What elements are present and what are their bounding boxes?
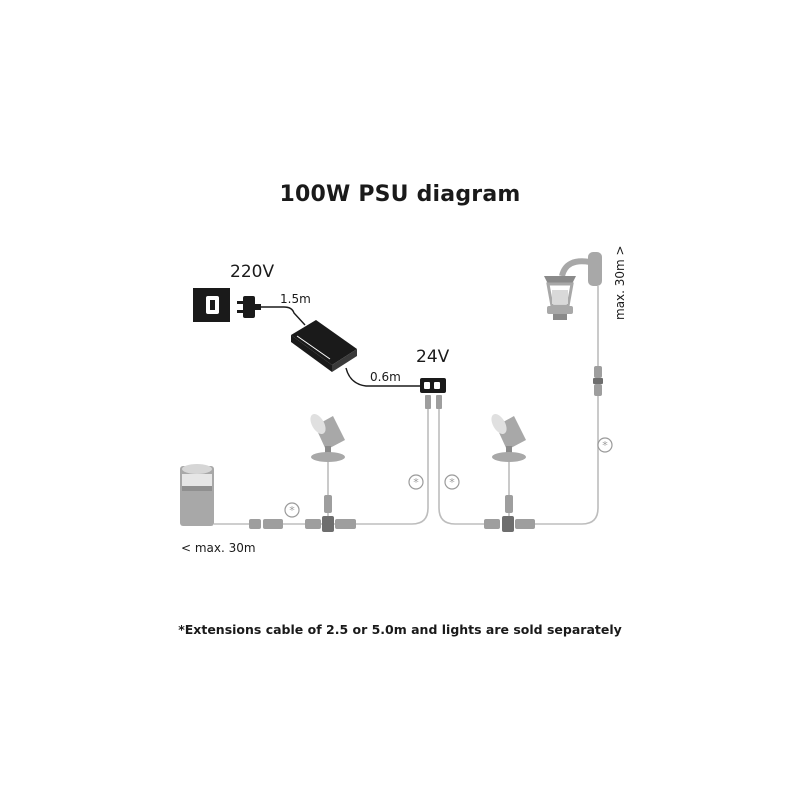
- max-length-right-label: max. 30m >: [613, 245, 627, 320]
- extension-marker-icon: *: [444, 474, 460, 490]
- svg-text:*: *: [602, 439, 608, 452]
- spot-light-icon: [310, 414, 345, 462]
- wall-socket-icon: [193, 288, 230, 322]
- input-cable-length-label: 1.5m: [280, 292, 311, 306]
- right-branch-cable: [438, 409, 484, 525]
- output-cable-length-label: 0.6m: [370, 370, 401, 384]
- footnote: *Extensions cable of 2.5 or 5.0m and lig…: [178, 622, 622, 637]
- mains-voltage-label: 220V: [230, 262, 274, 282]
- extension-marker-icon: *: [284, 502, 300, 518]
- left-branch-cable: [356, 409, 429, 525]
- bollard-light-icon: [180, 464, 214, 526]
- splitter-icon: [420, 378, 446, 393]
- input-cable: [261, 306, 306, 326]
- right-run-cable: [535, 394, 599, 525]
- plug-icon: [237, 296, 261, 318]
- left-connector-group: [249, 495, 356, 532]
- wall-lantern-icon: [544, 252, 602, 320]
- splitter-connectors: [425, 395, 442, 409]
- output-cable: [345, 367, 420, 387]
- lantern-connectors: [593, 366, 603, 396]
- extension-marker-icon: *: [597, 437, 613, 453]
- svg-text:*: *: [449, 476, 455, 489]
- svg-text:*: *: [289, 504, 295, 517]
- output-voltage-label: 24V: [416, 347, 450, 367]
- power-supply-icon: [291, 320, 357, 372]
- max-length-left-label: < max. 30m: [181, 541, 256, 555]
- page-title: 100W PSU diagram: [279, 182, 521, 207]
- right-connector-group: [484, 495, 535, 532]
- extension-marker-icon: *: [408, 474, 424, 490]
- spot-light-icon: [491, 414, 526, 462]
- svg-text:*: *: [413, 476, 419, 489]
